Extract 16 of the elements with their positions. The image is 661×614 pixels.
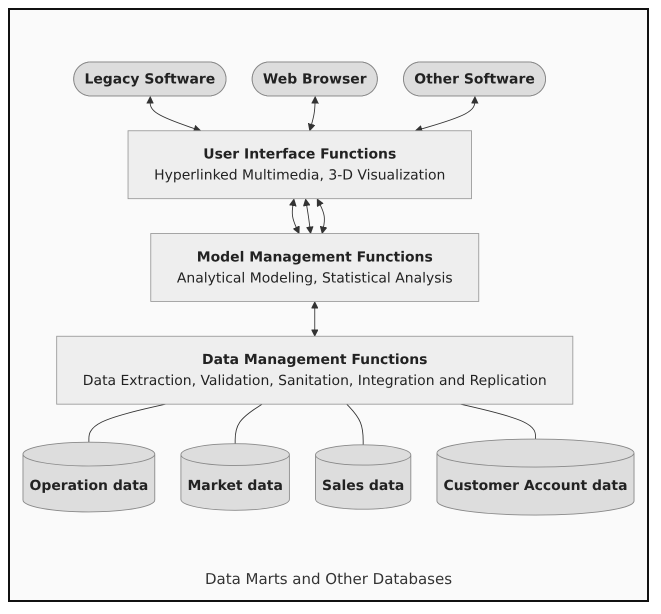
connector xyxy=(460,403,536,439)
arrow xyxy=(310,300,319,336)
node-box xyxy=(150,232,480,302)
arrow xyxy=(302,198,314,234)
connector xyxy=(346,403,364,445)
arrow xyxy=(316,198,328,234)
arrow xyxy=(289,198,300,234)
caption: Data Marts and Other Databases xyxy=(204,570,452,588)
arrow xyxy=(308,96,319,131)
node-box xyxy=(128,130,472,199)
connector xyxy=(88,403,166,442)
diagram-frame: Legacy Software Web Browser Other Software User Interface Functions Hyperlinked Multimedia, 3-D Visualization Model Management Functions Analytical Modeling, Statistical Analysis Data Management Functions Data Extraction, Validation, Sanitation, Integration and Replication Operation data Market data Sales data Customer Account data Data Marts and Other Databases xyxy=(8,8,649,602)
arrow xyxy=(146,96,202,132)
connector xyxy=(234,403,263,444)
arrow xyxy=(414,96,479,132)
node-box xyxy=(56,335,574,404)
